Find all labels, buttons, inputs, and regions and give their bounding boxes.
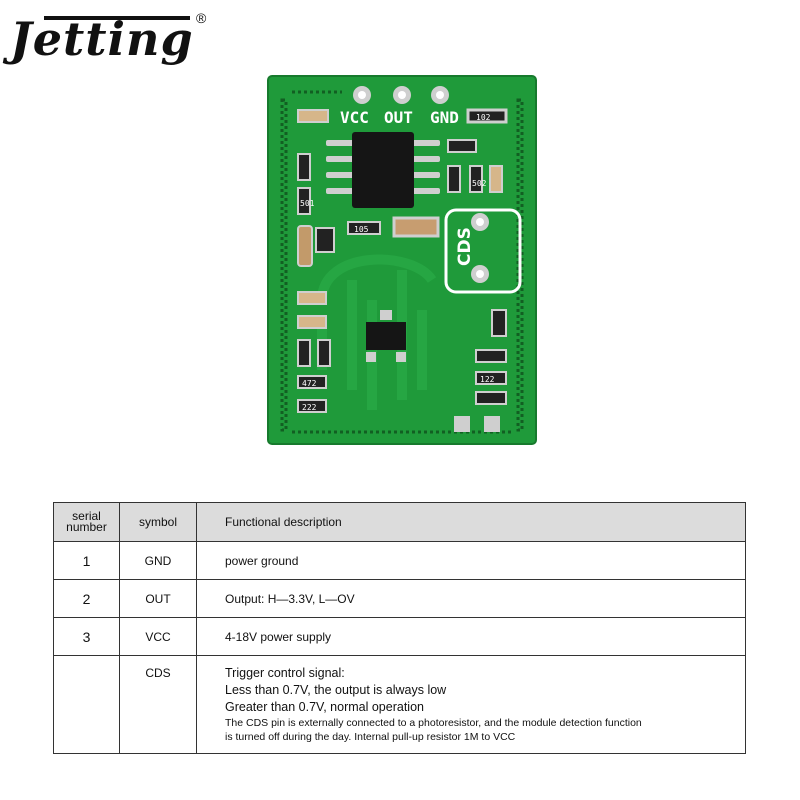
table-row: CDS Trigger control signal: Less than 0.… bbox=[53, 655, 746, 754]
cds-box: CDS bbox=[444, 208, 522, 294]
row-symbol: VCC bbox=[119, 617, 197, 656]
cds-note-line: The CDS pin is externally connected to a… bbox=[225, 717, 642, 729]
row-serial bbox=[53, 655, 120, 754]
cds-note-line: is turned off during the day. Internal p… bbox=[225, 731, 516, 743]
registered-mark: ® bbox=[196, 10, 207, 26]
code-102: 102 bbox=[476, 113, 491, 122]
row-symbol: OUT bbox=[119, 579, 197, 618]
cds-label: CDS bbox=[455, 227, 475, 266]
row-description: power ground bbox=[196, 541, 746, 580]
code-501: 501 bbox=[300, 199, 315, 208]
row-symbol: CDS bbox=[119, 655, 197, 754]
row-serial: 3 bbox=[53, 617, 120, 656]
function-table: serial number symbol Functional descript… bbox=[53, 502, 746, 754]
cds-desc-line: Greater than 0.7V, normal operation bbox=[225, 700, 424, 714]
code-472: 472 bbox=[302, 379, 317, 388]
transistor bbox=[366, 310, 406, 362]
pin-pads bbox=[353, 86, 449, 104]
row-description-cds: Trigger control signal: Less than 0.7V, … bbox=[196, 655, 746, 754]
cds-desc-line: Less than 0.7V, the output is always low bbox=[225, 683, 447, 697]
brand-name: Jetting bbox=[10, 12, 194, 66]
row-symbol: GND bbox=[119, 541, 197, 580]
table-row: 3 VCC 4-18V power supply bbox=[53, 617, 746, 656]
code-502: 502 bbox=[472, 179, 487, 188]
pin-label-out: OUT bbox=[384, 108, 413, 127]
pin-label-gnd: GND bbox=[430, 108, 459, 127]
code-222: 222 bbox=[302, 403, 317, 412]
row-serial: 1 bbox=[53, 541, 120, 580]
pcb-board: VCC OUT GND CDS bbox=[267, 75, 537, 445]
smd-components bbox=[297, 108, 508, 432]
code-122: 122 bbox=[480, 375, 495, 384]
header-serial: serial number bbox=[53, 502, 120, 542]
header-symbol: symbol bbox=[119, 502, 197, 542]
brand-logo: Jetting ® bbox=[10, 4, 210, 74]
pcb-board-image: VCC OUT GND CDS bbox=[262, 70, 542, 450]
table-row: 1 GND power ground bbox=[53, 541, 746, 580]
table-row: 2 OUT Output: H—3.3V, L—OV bbox=[53, 579, 746, 618]
logo-bar bbox=[44, 16, 190, 20]
ic-chip bbox=[326, 132, 440, 208]
row-description: Output: H—3.3V, L—OV bbox=[196, 579, 746, 618]
cds-desc-line: Trigger control signal: bbox=[225, 666, 345, 680]
row-serial: 2 bbox=[53, 579, 120, 618]
table-header-row: serial number symbol Functional descript… bbox=[53, 502, 746, 542]
header-description: Functional description bbox=[196, 502, 746, 542]
edge-vias bbox=[280, 90, 524, 434]
code-105: 105 bbox=[354, 225, 369, 234]
pin-label-vcc: VCC bbox=[340, 108, 369, 127]
row-description: 4-18V power supply bbox=[196, 617, 746, 656]
